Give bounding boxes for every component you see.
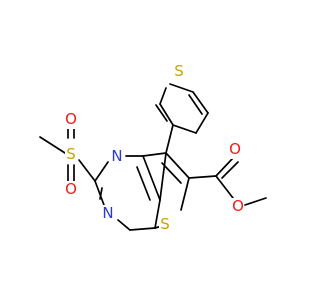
bond [159,152,167,201]
bond [244,197,267,206]
bond [192,91,209,114]
bond [159,87,167,105]
bond [165,152,190,179]
bond [142,152,167,157]
bond [188,175,217,179]
bond [39,136,66,154]
bond [195,112,209,134]
bond [117,219,131,231]
atom-label-o-sulfonyl-bottom: O [65,180,77,198]
atom-label-o-ester: O [232,197,244,215]
bond [215,175,234,199]
bond-layer [39,83,267,231]
bond [215,157,234,177]
molecule-structure: S N N S O O S O O [39,62,267,234]
bond [142,155,161,201]
bond [129,227,156,231]
atom-label-o-carbonyl: O [229,140,241,158]
bond [155,104,168,122]
atom-label-layer: S N N S O O S O O [65,62,244,234]
bond [78,159,96,182]
bond [161,162,182,184]
bond [94,180,105,206]
bond [188,94,203,115]
bond [154,199,161,229]
bond [99,187,103,200]
bond [159,103,174,126]
atom-label-n-top: N [111,147,122,165]
bond [172,124,197,134]
atom-label-o-sulfonyl-top: O [65,110,77,128]
bond [221,161,239,179]
bond [169,83,194,93]
bond [136,166,151,201]
atom-label-s-thio-top: S [174,62,184,80]
atom-label-s-ring: S [160,215,170,233]
bond [165,124,174,154]
bond [180,177,190,211]
bond [94,161,109,182]
atom-label-s-sulfonyl: S [66,145,76,163]
atom-label-n-left: N [102,204,113,222]
